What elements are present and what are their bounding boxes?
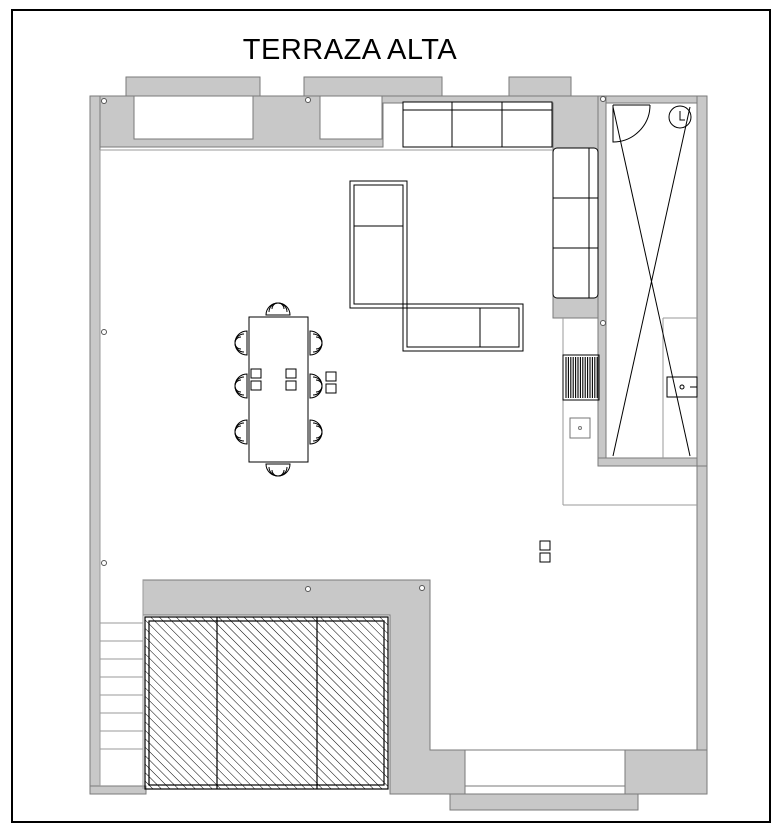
floor-boxes [539, 540, 551, 563]
dining-chair [265, 463, 291, 477]
dining-chair [234, 419, 248, 445]
top-protrusion-1 [125, 76, 261, 97]
window-bottom [464, 749, 626, 787]
right-wall-lower [696, 465, 708, 795]
top-protrusion-3 [508, 76, 572, 97]
plan-title: TERRAZA ALTA [242, 34, 458, 66]
left-wall [89, 95, 101, 795]
sofa-right [552, 147, 599, 299]
dining-chair [234, 373, 248, 399]
dining-set [234, 302, 337, 477]
bottom-wall [89, 785, 147, 795]
sofa-top [402, 101, 553, 148]
window-1 [133, 95, 254, 140]
bottom-protrusion [449, 793, 639, 811]
hatched-panels [144, 616, 389, 790]
floor-outline [99, 149, 697, 786]
dining-chair [309, 419, 323, 445]
top-protrusion-2 [303, 76, 443, 97]
right-wall-upper [696, 95, 708, 467]
dining-chair [309, 330, 323, 356]
corridor-wall-left [597, 95, 607, 467]
bottom-block-wall [142, 579, 466, 795]
sofa-l-shaped [349, 180, 524, 352]
dining-chair [234, 330, 248, 356]
windows [133, 95, 626, 787]
column-dots [101, 96, 606, 592]
stairs [100, 580, 144, 789]
window-2 [319, 95, 383, 140]
bottom-right-block [624, 749, 708, 795]
outer-frame [11, 9, 771, 823]
kitchen-counter [562, 354, 600, 439]
dining-chair [265, 302, 291, 316]
corridor-wall-bottom [597, 457, 698, 467]
service-corridor [612, 104, 698, 457]
dining-chair [309, 373, 323, 399]
